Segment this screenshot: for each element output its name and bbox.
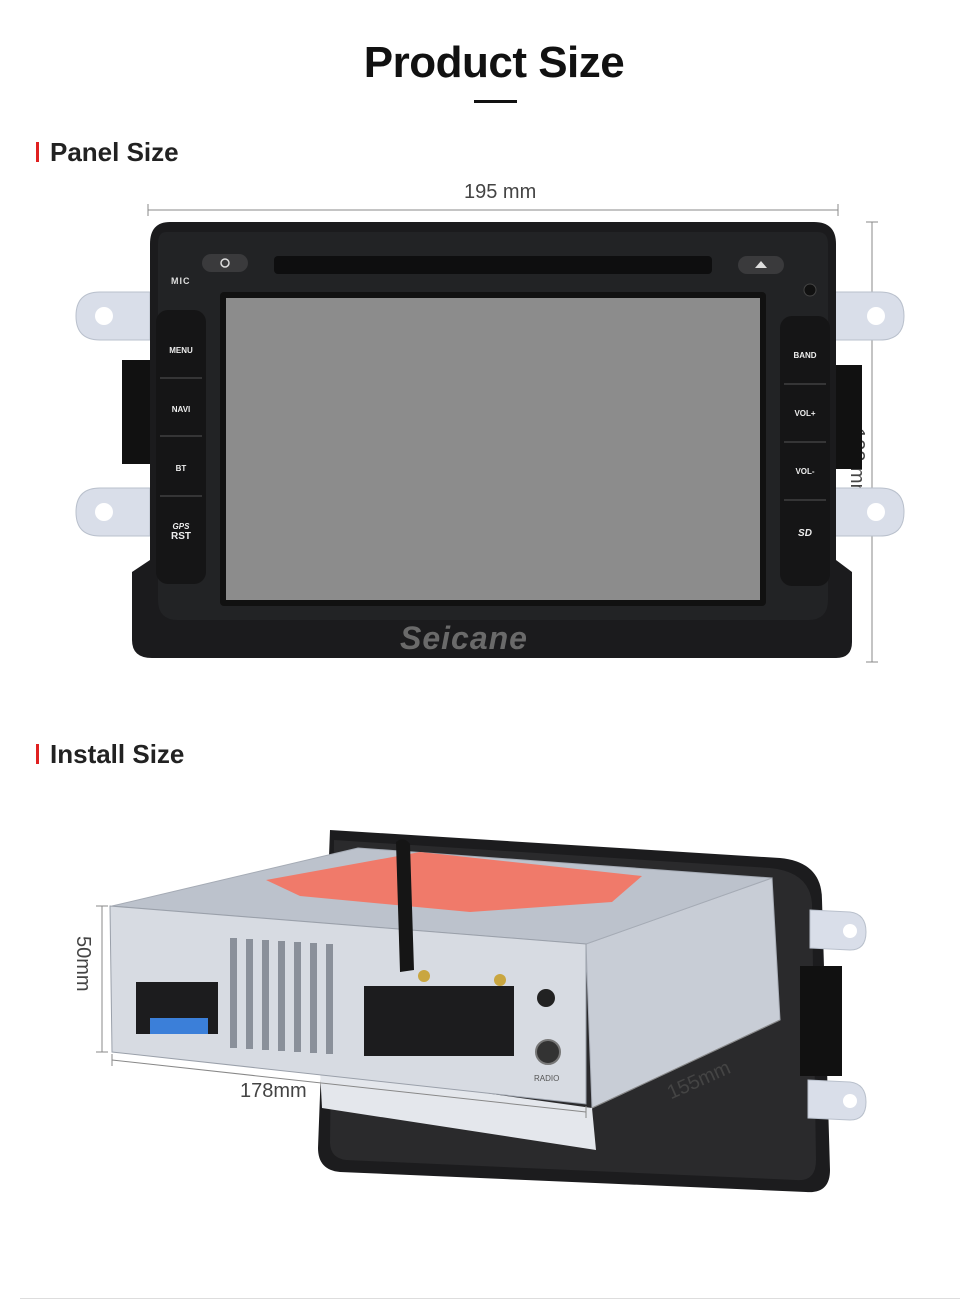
fuse [150,1018,208,1034]
gps-rst-button[interactable]: GPS RST [158,522,204,542]
rst-label: RST [171,531,191,542]
heading-accent-bar [36,142,39,162]
band-button-label: BAND [793,351,817,360]
bt-button[interactable]: BT [158,464,204,473]
heading-accent-bar [36,744,39,764]
antenna [396,839,414,972]
power-button [202,254,248,272]
page-title: Product Size [363,38,625,87]
install-size-heading-text: Install Size [50,739,185,769]
band-button[interactable]: BAND [782,351,828,360]
sd-label: SD [798,528,812,539]
display-screen [226,298,760,600]
panel-width-label: 195 mm [464,181,537,203]
menu-button[interactable]: MENU [158,346,204,355]
install-height-label: 50mm [72,936,94,992]
title-underline [474,100,517,103]
install-size-heading: Install Size [36,740,184,768]
mic-label: MIC [171,276,191,286]
disc-slot [274,256,712,274]
multi-pin-connector [364,986,514,1056]
mounting-brackets [75,291,905,537]
bottom-divider [20,1298,960,1299]
port-hole [537,989,555,1007]
radio-port-label: RADIO [534,1074,560,1083]
vol-up-button-label: VOL+ [794,409,816,418]
warning-sticker [266,852,642,912]
panel-width-dimension-line [147,204,839,216]
gps-antenna-port [418,970,430,982]
install-height-dimension-line [96,905,108,1053]
panel-size-heading-text: Panel Size [50,137,179,167]
vol-up-button[interactable]: VOL+ [782,409,828,418]
navi-button[interactable]: NAVI [158,405,204,414]
vent-slots [230,938,333,1054]
install-brackets [807,909,867,1121]
brand-logo: Seicane [400,620,528,656]
install-side-tab [800,966,842,1076]
panel-size-heading: Panel Size [36,138,179,166]
install-width-label: 178mm [240,1080,307,1102]
sd-card-slot[interactable]: SD [782,528,828,539]
install-depth-dimension-line [591,1019,781,1109]
navi-button-label: NAVI [171,405,191,414]
vol-down-button-label: VOL- [795,467,815,476]
bt-button-label: BT [175,464,187,473]
gps-label: GPS [172,522,190,531]
vol-down-button[interactable]: VOL- [782,467,828,476]
install-width-dimension-line [111,1054,587,1118]
radio-port [535,1039,561,1065]
menu-button-label: MENU [169,346,193,355]
